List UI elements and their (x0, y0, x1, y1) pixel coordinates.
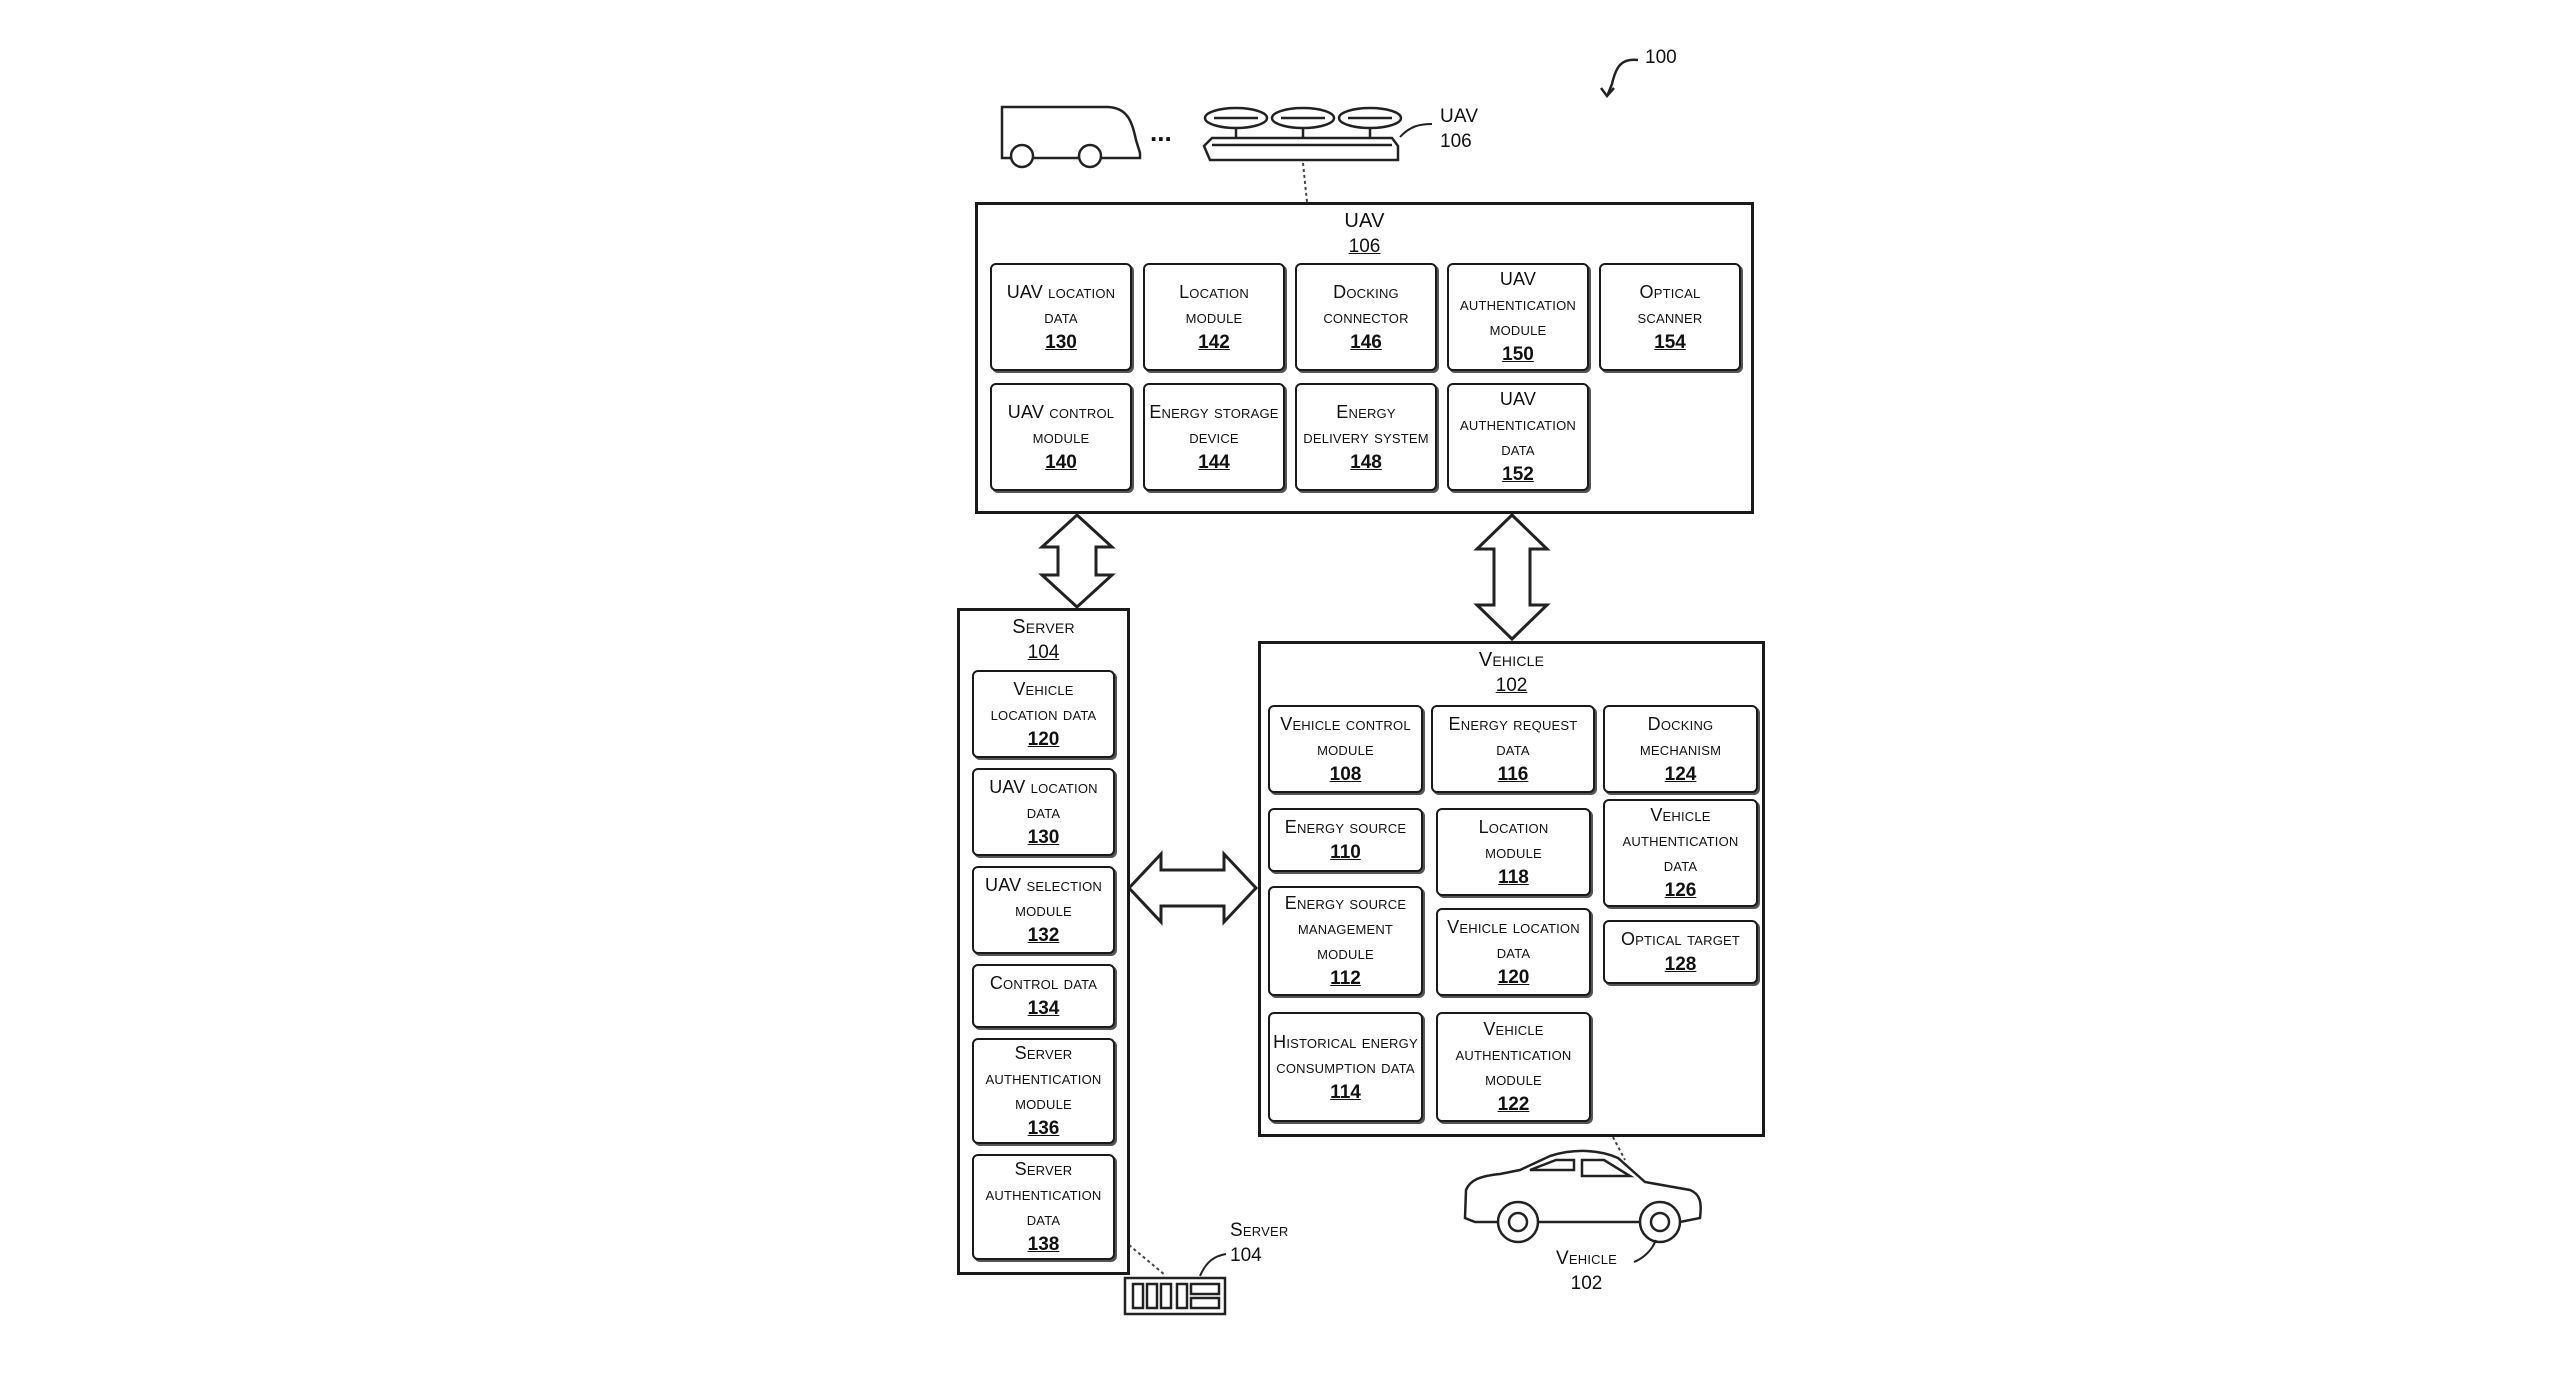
uav-icon-label: UAV 106 (1440, 106, 1479, 152)
server-block-title: Server (1012, 616, 1075, 638)
uav-vehicle-double-arrow (1473, 512, 1551, 642)
server-rack-icon (1123, 1276, 1227, 1316)
figure-ref-arrow (1600, 58, 1639, 98)
vehicle-icon-label: Vehicle 102 (1556, 1248, 1618, 1294)
uav-drone-icon (1202, 106, 1403, 162)
figure-ref-number: 100 (1645, 47, 1677, 68)
truck-icon (1000, 105, 1142, 169)
uav-label-leader (1399, 123, 1433, 138)
server-dashed-link (1128, 1244, 1166, 1276)
vehicle-label-leader (1633, 1239, 1657, 1263)
server-icon-label: Server 104 (1230, 1220, 1289, 1266)
uav-block-title: UAV (1344, 210, 1385, 232)
vehicle-dashed-link (1612, 1136, 1626, 1161)
vehicle-block-title: Vehicle (1478, 649, 1545, 671)
server-label-leader (1199, 1253, 1227, 1277)
vehicle-block-number: 102 (1495, 675, 1528, 696)
car-icon (1463, 1149, 1702, 1244)
uav-ellipsis: ... (1150, 117, 1172, 147)
server-block-number: 104 (1027, 642, 1060, 663)
server-vehicle-double-arrow (1126, 850, 1259, 926)
uav-server-double-arrow (1038, 512, 1116, 610)
uav-block-number: 106 (1348, 236, 1381, 257)
uav-dashed-link (1302, 162, 1308, 203)
